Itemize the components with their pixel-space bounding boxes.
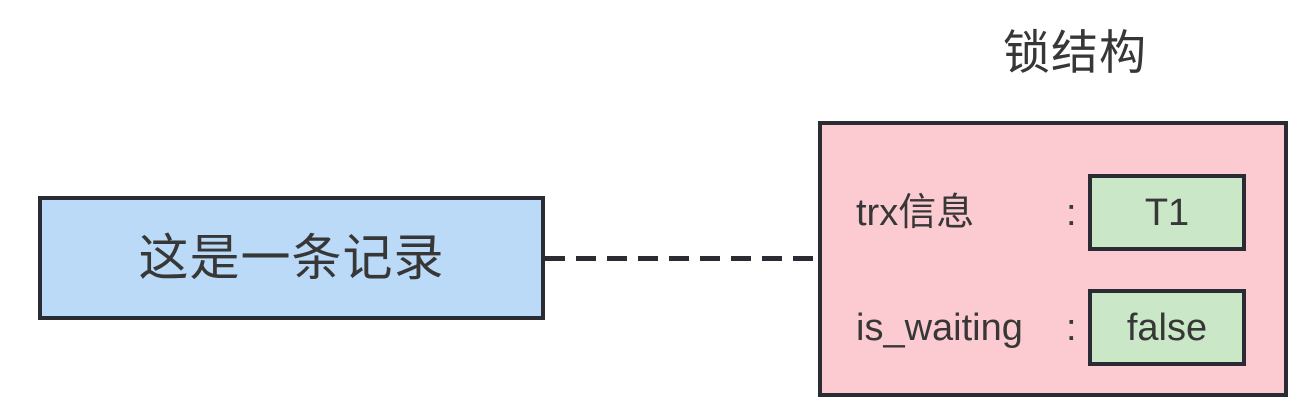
field-separator: : [1066, 306, 1077, 349]
record-label: 这是一条记录 [138, 230, 445, 286]
field-separator: : [1066, 191, 1077, 234]
field-value-box-is-waiting[interactable]: false [1088, 289, 1246, 366]
record-box[interactable]: 这是一条记录 [38, 196, 545, 320]
field-name-is-waiting: is_waiting [856, 306, 1023, 349]
page-title: 锁结构 [1003, 26, 1147, 79]
dashed-line-icon [545, 256, 820, 261]
field-value-trx: T1 [1144, 191, 1190, 234]
field-value-is-waiting: false [1126, 306, 1208, 349]
record-to-lock-connector [545, 256, 820, 261]
lock-structure-panel[interactable]: trx信息 : T1 is_waiting : false [818, 121, 1288, 397]
field-name-trx: trx信息 [856, 191, 975, 234]
field-row: is_waiting : false [822, 289, 1284, 366]
field-value-box-trx[interactable]: T1 [1088, 174, 1246, 251]
field-row: trx信息 : T1 [822, 174, 1284, 251]
